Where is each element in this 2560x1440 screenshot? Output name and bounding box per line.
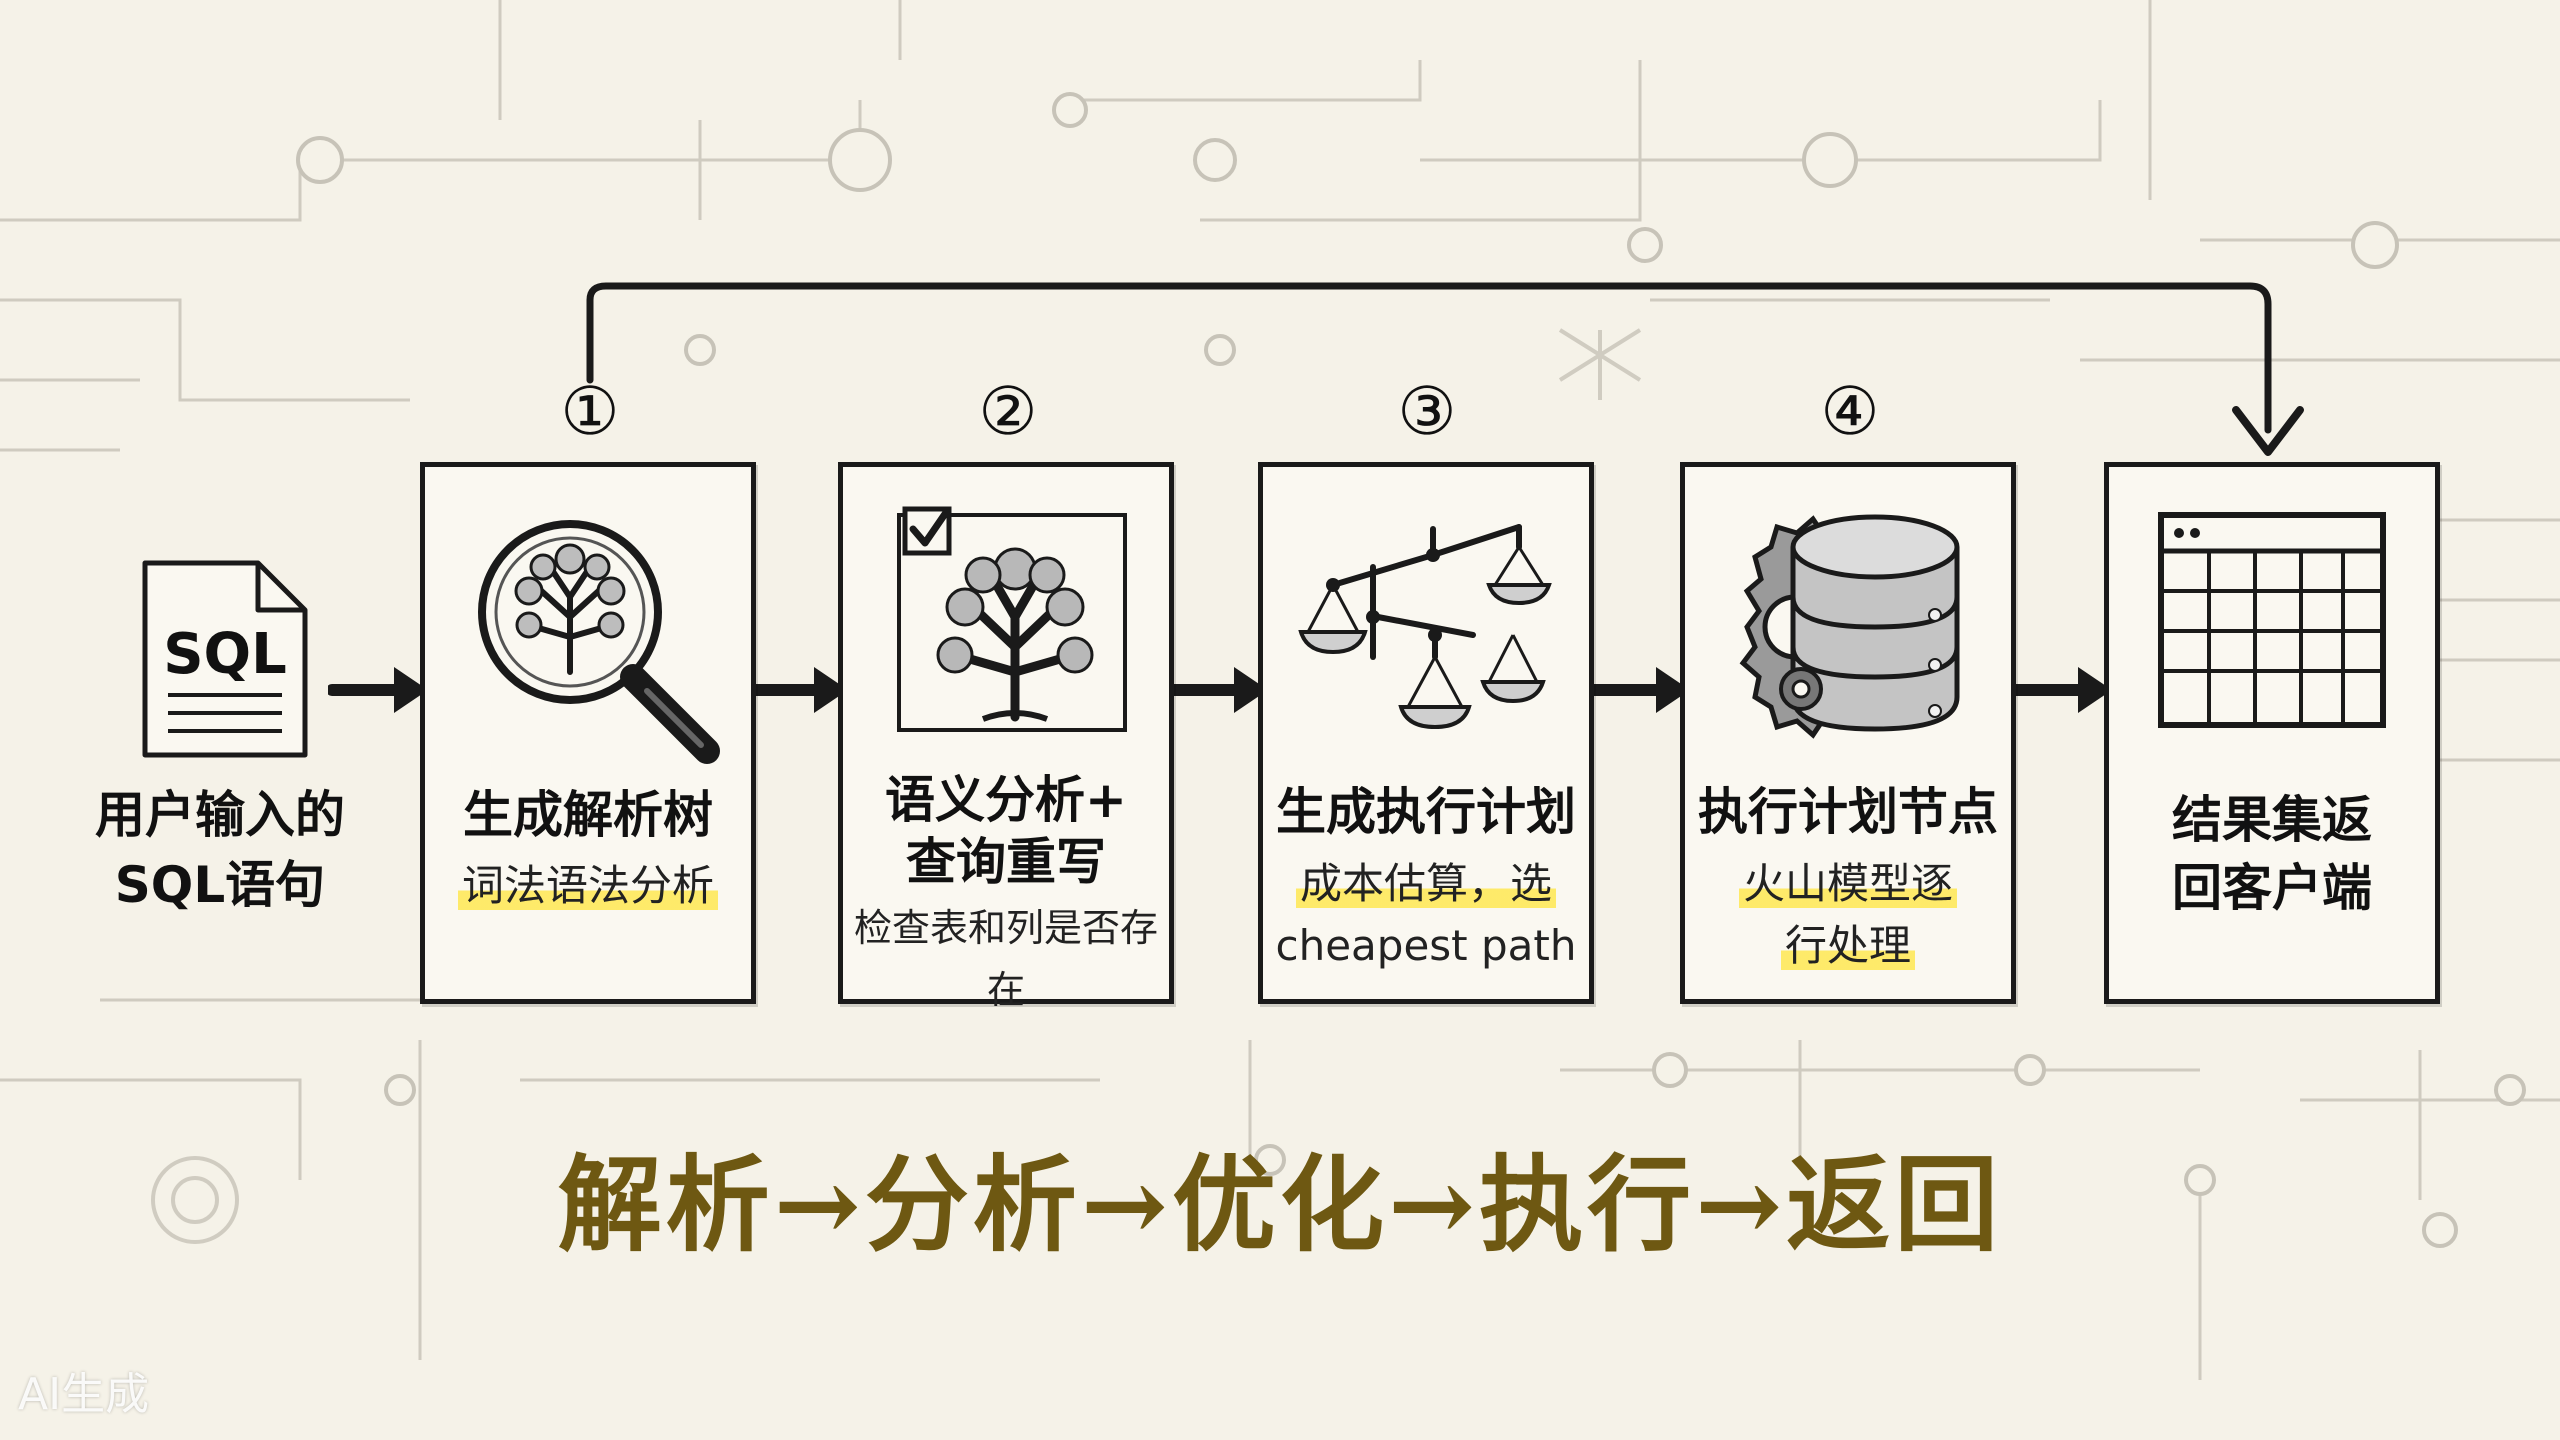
- result-grid-icon: [2158, 512, 2386, 728]
- database-gear-icon: [1739, 514, 1960, 739]
- step-subtitle-line1: 成本估算，选: [1295, 859, 1556, 908]
- step-subtitle-line2: cheapest path: [1275, 921, 1577, 970]
- step-subtitle: 词法语法分析: [457, 861, 718, 910]
- pipeline-summary: 解析→分析→优化→执行→返回: [557, 1143, 2003, 1266]
- flow-arrow-4: [1590, 667, 1690, 713]
- step-title: 生成解析树: [463, 786, 713, 844]
- step-number-2: ②: [978, 373, 1038, 450]
- sql-file-icon: SQL: [142, 560, 308, 758]
- step-number-1: ①: [560, 373, 620, 450]
- step-subtitle-line1: 火山模型逐: [1738, 859, 1957, 908]
- flow-arrow-1: [328, 667, 428, 713]
- input-label-line2: SQL语句: [114, 856, 326, 914]
- flow-arrow-3: [1168, 667, 1268, 713]
- step-subtitle-line2: 行处理: [1780, 921, 1915, 970]
- step-card-parse: 生成解析树 词法语法分析: [420, 462, 756, 1004]
- result-card: 结果集返 回客户端: [2104, 462, 2440, 1004]
- result-title-line1: 结果集返: [2172, 791, 2372, 849]
- checked-tree-icon: [897, 506, 1127, 732]
- step-card-plan: 生成执行计划 成本估算，选 cheapest path: [1258, 462, 1594, 1004]
- input-label-line1: 用户输入的: [95, 786, 345, 844]
- step-title-line2: 查询重写: [906, 833, 1106, 891]
- step-number-3: ③: [1397, 373, 1457, 450]
- flow-arrow-5: [2012, 667, 2112, 713]
- step-title: 生成执行计划: [1276, 783, 1576, 841]
- step-number-4: ④: [1820, 373, 1880, 450]
- result-title-line2: 回客户端: [2172, 859, 2372, 917]
- step-title: 执行计划节点: [1698, 783, 1998, 841]
- step-title-line1: 语义分析+: [885, 771, 1127, 829]
- step-card-execute: 执行计划节点 火山模型逐 行处理: [1680, 462, 2016, 1004]
- balance-scales-icon: [1298, 524, 1552, 730]
- ai-watermark: AI生成: [18, 1369, 150, 1420]
- sql-file-label: SQL: [163, 622, 287, 687]
- input-label: 用户输入的 SQL语句: [70, 780, 370, 920]
- step-subtitle: 检查表和列是否存在: [853, 906, 1158, 1012]
- flow-arrow-2: [748, 667, 848, 713]
- step-card-semantic: 语义分析+ 查询重写 检查表和列是否存在: [838, 462, 1174, 1012]
- magnifier-tree-icon: [478, 520, 720, 764]
